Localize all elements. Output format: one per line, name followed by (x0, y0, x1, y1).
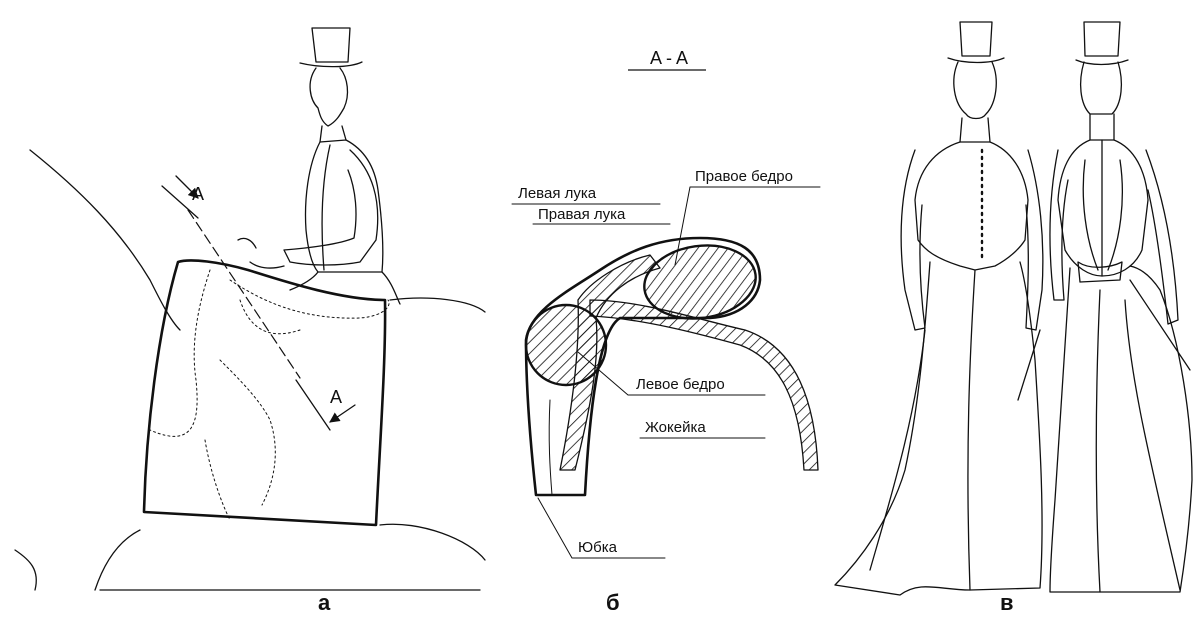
panel-a (15, 28, 485, 590)
panel-b (512, 187, 820, 558)
front-bodice (915, 142, 1028, 270)
back-left-arm (1050, 150, 1068, 300)
back-head (1081, 62, 1122, 114)
label-left-thigh: Левое бедро (636, 376, 725, 393)
horse-neck-outline (30, 150, 180, 330)
front-head (954, 62, 996, 119)
section-line-a-a (188, 210, 300, 378)
rider-collar (320, 126, 346, 142)
back-collar (1090, 114, 1114, 140)
label-right-pommel: Правая лука (538, 206, 626, 223)
hidden-legs-dotted (150, 270, 389, 520)
panel-c (835, 22, 1192, 595)
left-scribble (15, 550, 36, 590)
front-hat (948, 22, 1004, 63)
section-marker-bottom: A (330, 387, 342, 407)
back-skirt (1050, 266, 1192, 592)
caption-c: в (1000, 590, 1014, 615)
front-figure (835, 22, 1043, 595)
back-drape (1096, 280, 1190, 592)
rider-arm (284, 150, 378, 265)
back-bustle (1078, 262, 1122, 282)
back-right-arm (1146, 150, 1178, 324)
section-title: A - A (650, 48, 688, 68)
caption-b: б (606, 590, 620, 615)
rider-hands (238, 238, 284, 268)
back-figure (1050, 22, 1192, 592)
horse-back-outline (390, 298, 485, 312)
skirt-inner-line (549, 400, 552, 495)
section-tick-bottom (296, 380, 330, 430)
front-skirt (835, 262, 1042, 595)
caption-a: а (318, 590, 331, 615)
section-arrow-bottom (330, 405, 355, 422)
front-skirt-fold (870, 270, 975, 590)
label-skirt: Юбка (578, 539, 618, 556)
horse-body-outline (95, 524, 485, 590)
back-bodice (1058, 140, 1148, 276)
rider-head (310, 68, 347, 126)
front-collar (960, 118, 990, 142)
rider-jacket (306, 140, 383, 272)
back-hat (1076, 22, 1128, 65)
section-marker-top: A (192, 184, 204, 204)
rider-hat (300, 28, 362, 67)
label-jockey: Жокейка (645, 419, 706, 436)
back-seams (1083, 140, 1122, 276)
label-left-pommel: Левая лука (518, 185, 597, 202)
label-right-thigh: Правое бедро (695, 168, 793, 185)
jacket-front-seam (322, 145, 330, 270)
